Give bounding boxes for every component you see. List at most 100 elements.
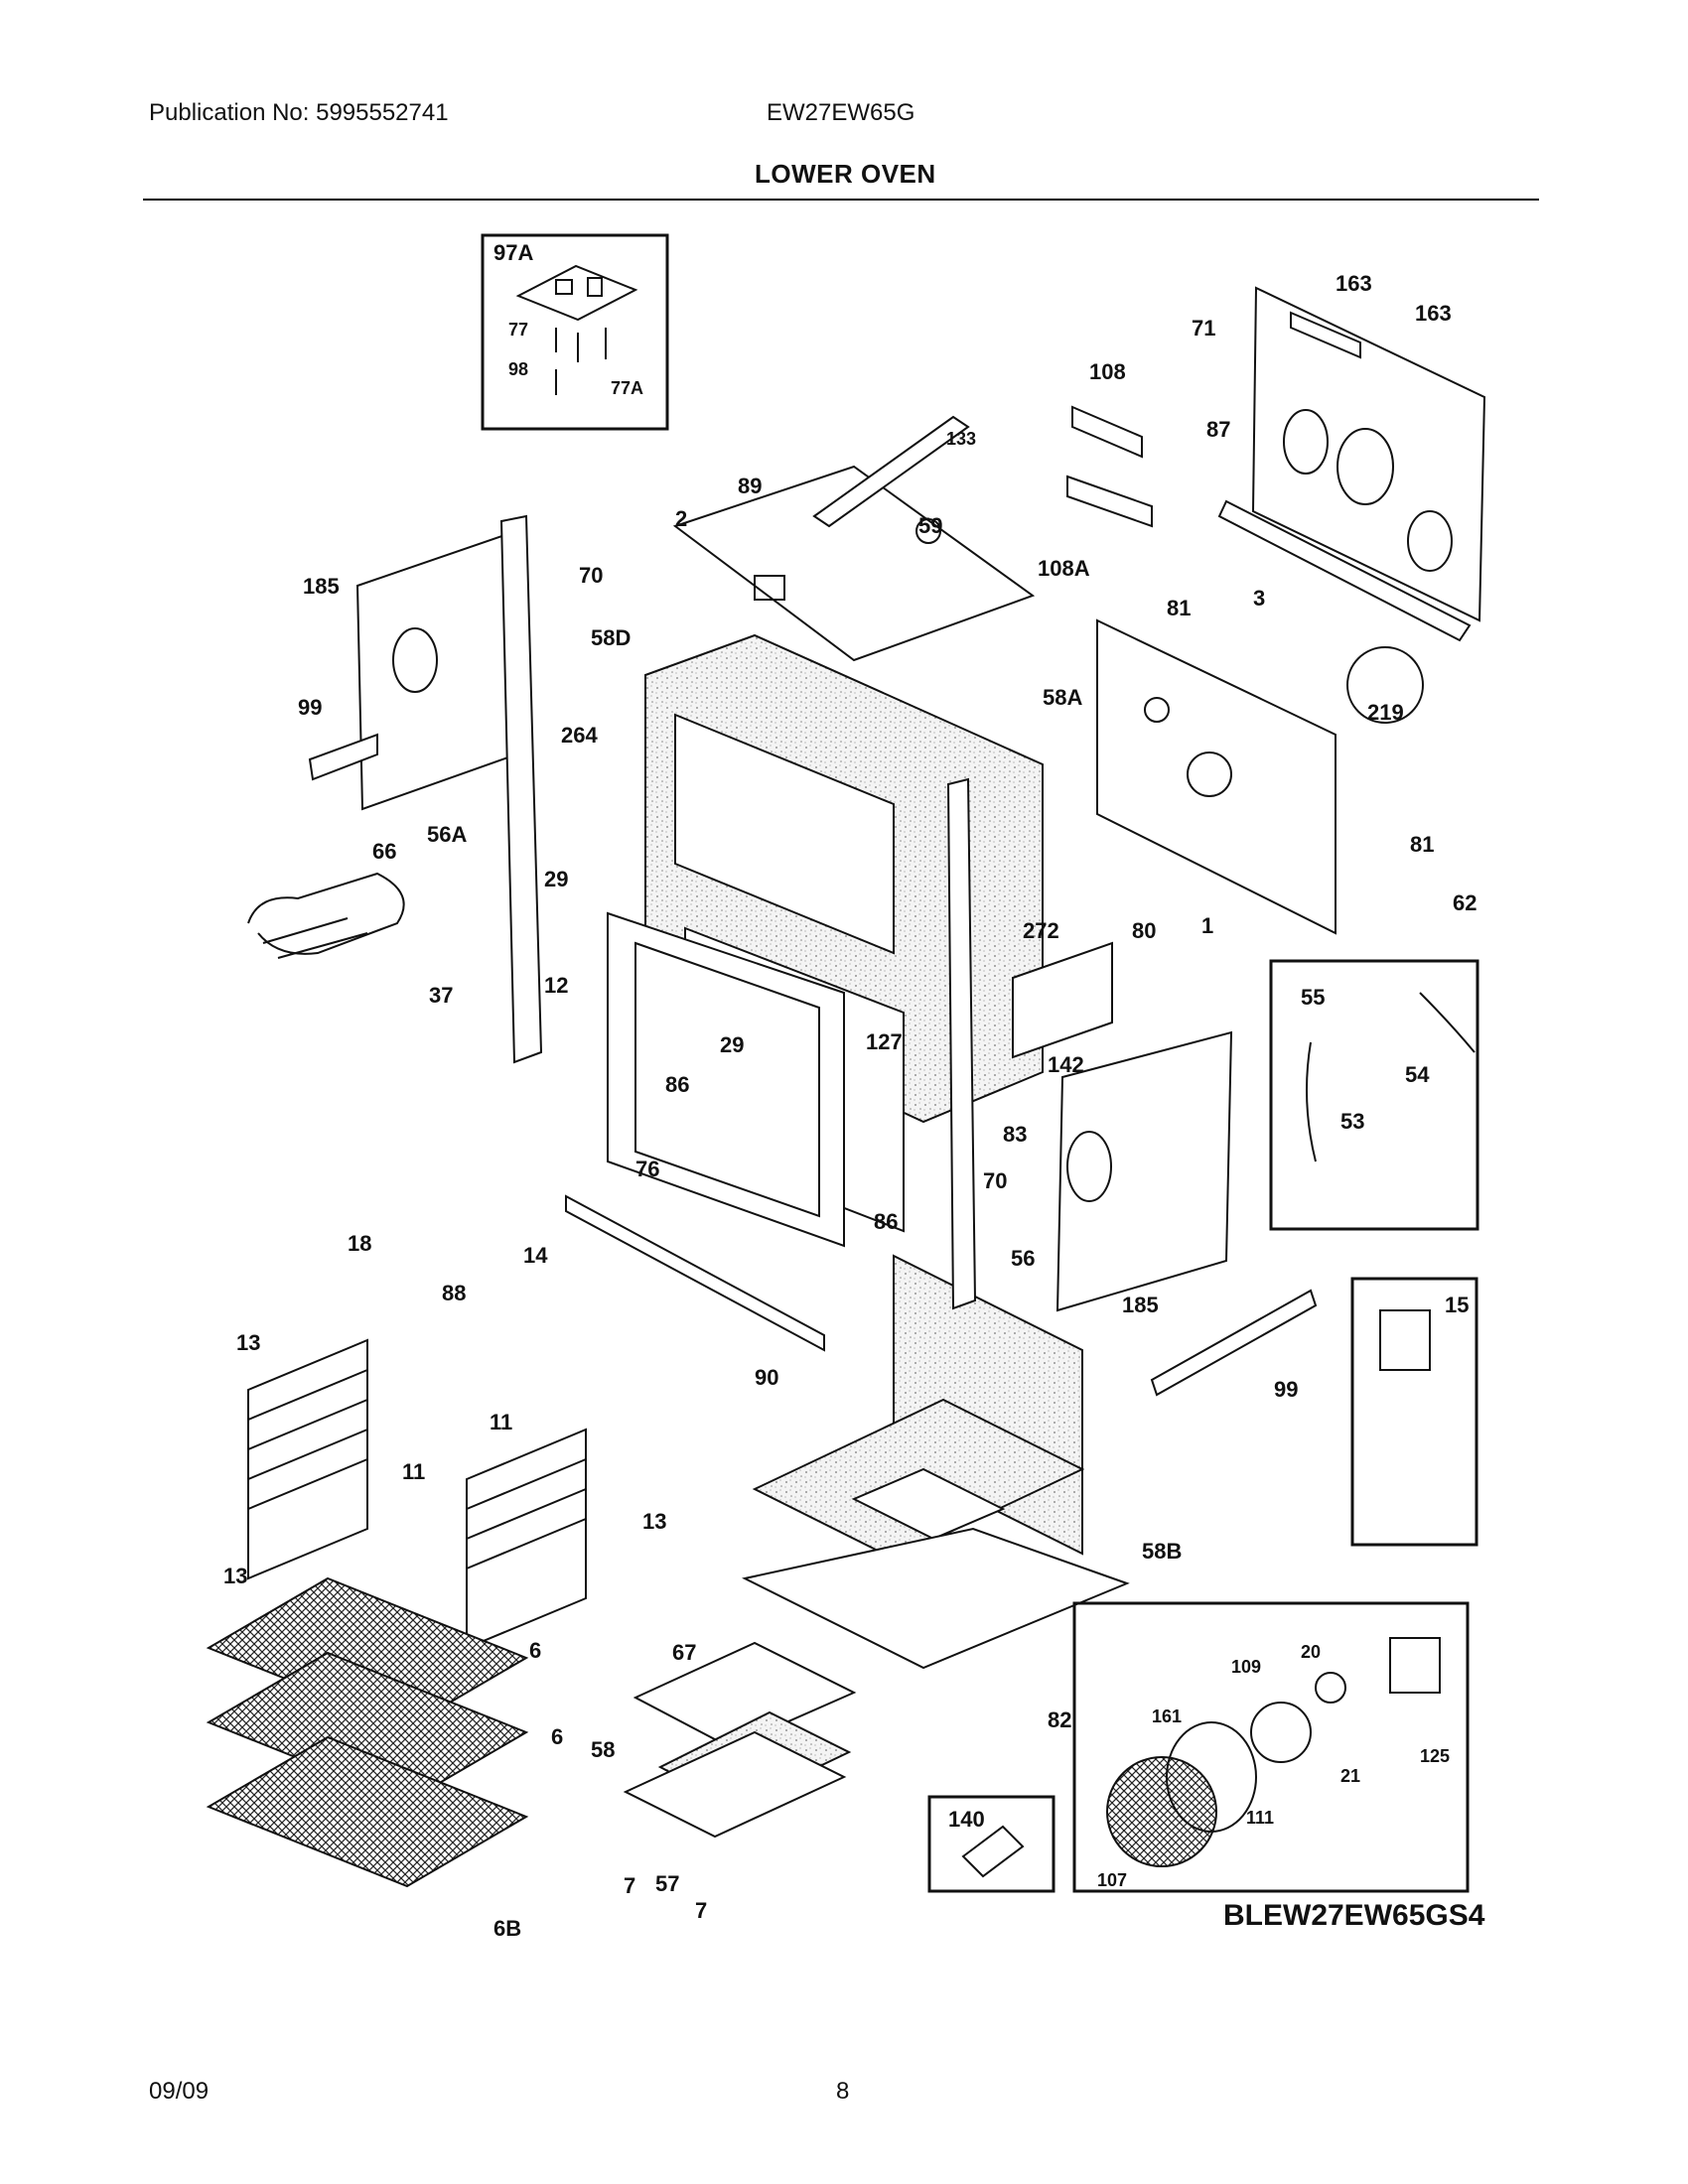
callout-142: 142 — [1048, 1052, 1084, 1077]
callout-163: 163 — [1415, 301, 1452, 326]
callout-272: 272 — [1023, 918, 1059, 943]
callout-58B: 58B — [1142, 1539, 1182, 1564]
callout-109: 109 — [1231, 1657, 1261, 1677]
part-rack-slides-right — [466, 1428, 587, 1650]
part-142-bracket — [1012, 941, 1113, 1059]
callout-57: 57 — [655, 1871, 679, 1896]
part-rack-slides-left — [247, 1338, 368, 1580]
callout-90: 90 — [755, 1365, 778, 1390]
callout-86: 86 — [665, 1072, 689, 1097]
callout-67: 67 — [672, 1640, 696, 1665]
part-left-panel — [308, 514, 543, 1064]
callout-54: 54 — [1405, 1062, 1430, 1087]
part-56-strut — [946, 777, 977, 1310]
callout-80: 80 — [1132, 918, 1156, 943]
callout-108: 108 — [1089, 359, 1126, 384]
inset-15 — [1350, 1277, 1478, 1547]
callout-2: 2 — [675, 506, 687, 531]
callout-18: 18 — [348, 1231, 371, 1256]
part-right-side-panel — [1055, 1030, 1318, 1397]
callout-6: 6 — [551, 1724, 563, 1749]
model-number: EW27EW65G — [767, 99, 915, 126]
callout-13: 13 — [223, 1564, 247, 1588]
callout-161: 161 — [1152, 1706, 1182, 1726]
callout-163: 163 — [1336, 271, 1372, 296]
callout-20: 20 — [1301, 1642, 1321, 1662]
callout-77A: 77A — [611, 378, 643, 398]
callout-58A: 58A — [1043, 685, 1082, 710]
part-71-panel — [1217, 286, 1486, 642]
part-bake-element — [623, 1641, 857, 1839]
callout-133: 133 — [946, 429, 976, 449]
inset-probe — [1269, 959, 1479, 1231]
callout-185: 185 — [303, 574, 340, 599]
callout-87: 87 — [1206, 417, 1230, 442]
part-58B — [752, 1254, 1085, 1561]
part-top-panel — [672, 415, 1036, 662]
callout-70: 70 — [579, 563, 603, 588]
callout-99: 99 — [298, 695, 322, 720]
callout-86: 86 — [874, 1209, 898, 1234]
callout-11: 11 — [402, 1459, 425, 1484]
callout-127: 127 — [866, 1029, 903, 1054]
part-66-element — [247, 872, 405, 959]
part-108 — [1066, 405, 1153, 528]
publication-date: 09/09 — [149, 2078, 210, 2105]
callout-83: 83 — [1003, 1122, 1027, 1147]
publication-number: Publication No: 5995552741 — [149, 99, 449, 126]
callout-11: 11 — [490, 1410, 512, 1434]
callout-62: 62 — [1453, 890, 1477, 915]
callout-56A: 56A — [427, 822, 467, 847]
callout-89: 89 — [738, 474, 762, 498]
callout-6B: 6B — [493, 1916, 521, 1941]
diagram-code: BLEW27EW65GS4 — [1223, 1899, 1485, 1932]
callout-58: 58 — [591, 1737, 615, 1762]
callout-70: 70 — [983, 1168, 1007, 1193]
callout-3: 3 — [1253, 586, 1265, 611]
callout-97A: 97A — [493, 240, 533, 265]
callout-56: 56 — [1011, 1246, 1035, 1271]
header-divider — [143, 199, 1539, 201]
callout-140: 140 — [948, 1807, 985, 1832]
callout-13: 13 — [642, 1509, 666, 1534]
callout-264: 264 — [561, 723, 598, 748]
callout-88: 88 — [442, 1281, 466, 1305]
callout-29: 29 — [720, 1032, 744, 1057]
callout-125: 125 — [1420, 1746, 1450, 1766]
callout-99: 99 — [1274, 1377, 1298, 1402]
part-oven-racks — [206, 1576, 529, 1888]
callout-58D: 58D — [591, 625, 631, 650]
callout-1: 1 — [1201, 913, 1213, 938]
callout-29: 29 — [544, 867, 568, 891]
callout-15: 15 — [1445, 1293, 1469, 1317]
callout-7: 7 — [624, 1873, 635, 1898]
callout-108A: 108A — [1038, 556, 1090, 581]
callout-14: 14 — [523, 1243, 548, 1268]
callout-81: 81 — [1410, 832, 1434, 857]
inset-97A — [481, 233, 669, 431]
callout-77: 77 — [508, 320, 528, 340]
part-rear-panel — [1096, 618, 1424, 935]
callout-7: 7 — [695, 1898, 707, 1923]
callout-81: 81 — [1167, 596, 1191, 620]
callout-82: 82 — [1048, 1707, 1071, 1732]
inset-140 — [927, 1795, 1055, 1893]
callout-107: 107 — [1097, 1870, 1127, 1890]
callout-53: 53 — [1340, 1109, 1364, 1134]
callout-6: 6 — [529, 1638, 541, 1663]
callout-71: 71 — [1192, 316, 1215, 341]
callout-66: 66 — [372, 839, 396, 864]
callout-13: 13 — [236, 1330, 260, 1355]
callout-55: 55 — [1301, 985, 1325, 1010]
part-90-trim — [565, 1194, 825, 1352]
callout-111: 111 — [1246, 1808, 1274, 1828]
page-number: 8 — [836, 2078, 850, 2105]
callout-185: 185 — [1122, 1293, 1159, 1317]
part-76-frame — [607, 911, 845, 1248]
page-title: LOWER OVEN — [755, 159, 936, 189]
callout-76: 76 — [635, 1157, 659, 1181]
callout-37: 37 — [429, 983, 453, 1008]
callout-59: 59 — [918, 513, 942, 538]
callout-219: 219 — [1367, 700, 1404, 725]
